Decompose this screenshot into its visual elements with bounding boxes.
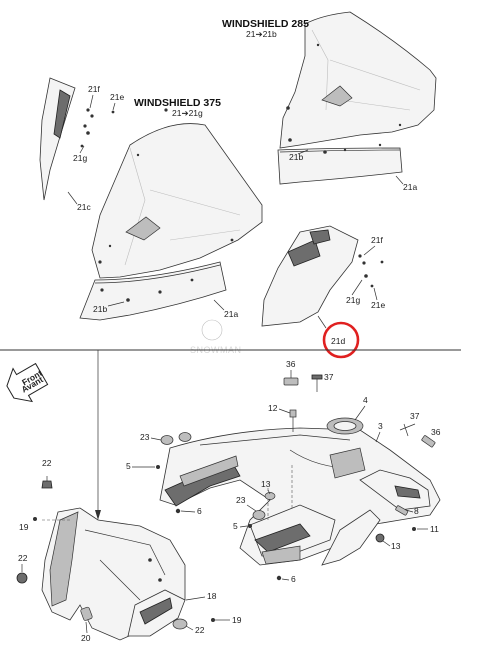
callout-21a-lower: 21a — [224, 309, 238, 319]
callout-21g-right: 21g — [346, 295, 360, 305]
nut-13b — [375, 533, 385, 543]
windshield-375-heading: WINDSHIELD 375 — [134, 97, 221, 109]
callout-21c: 21c — [77, 202, 91, 212]
grommet-23b — [252, 510, 266, 520]
callout-5-lower: 5 — [233, 521, 238, 531]
windshield-285-heading: WINDSHIELD 285 — [222, 18, 309, 30]
fastener-22a — [41, 480, 53, 489]
callout-21b-lower: 21b — [93, 304, 107, 314]
callout-21g: 21g — [73, 153, 87, 163]
callout-12: 12 — [268, 403, 278, 413]
windshield-285-vent — [321, 85, 353, 107]
highlight-circle-21d — [322, 321, 360, 359]
windshield-285-subheading: 21➔21b — [246, 29, 277, 39]
nut-22b — [16, 572, 28, 584]
windshield-375-shell — [91, 123, 263, 279]
callout-37-right: 37 — [410, 411, 420, 421]
callout-23-upper: 23 — [140, 432, 150, 442]
callout-19-left: 19 — [19, 522, 29, 532]
callout-20: 20 — [81, 633, 91, 643]
clip-36a — [283, 377, 299, 386]
windshield-375-trim — [79, 261, 227, 321]
side-panel-assembly — [16, 476, 215, 641]
callout-4: 4 — [363, 395, 368, 405]
windshield-375-subheading: 21➔21g — [172, 108, 203, 118]
windshield-375-screws — [98, 108, 234, 302]
callout-13-lower: 13 — [391, 541, 401, 551]
callout-21e-right: 21e — [371, 300, 385, 310]
callout-11: 11 — [430, 524, 439, 534]
windshield-375-vent — [125, 216, 161, 241]
grommet-22c — [172, 618, 188, 630]
callout-22-lower: 22 — [195, 625, 205, 635]
windshield-375-group: WINDSHIELD 375 21➔21g 21b 21a — [79, 97, 263, 321]
callout-21f-right: 21f — [371, 235, 383, 245]
windshield-285-group: WINDSHIELD 285 21➔21b 21b 21a — [222, 11, 437, 192]
callout-13-upper: 13 — [261, 479, 271, 489]
callout-21e: 21e — [110, 92, 124, 102]
callout-21f: 21f — [88, 84, 100, 94]
callout-37-left: 37 — [324, 372, 334, 382]
callout-6-lower: 6 — [291, 574, 296, 584]
callout-36-right: 36 — [431, 427, 441, 437]
dash-assembly — [156, 374, 441, 581]
left-deflector-group: 21f 21e 21g 21c — [39, 77, 124, 212]
clip-37a — [311, 374, 323, 380]
windshield-285-shell — [279, 11, 437, 149]
callout-6-upper: 6 — [197, 506, 202, 516]
callout-23-lower: 23 — [236, 495, 246, 505]
callout-5-upper: 5 — [126, 461, 131, 471]
callout-19-right: 19 — [232, 615, 242, 625]
callout-3: 3 — [378, 421, 383, 431]
lower-callouts: 36 37 4 12 37 3 36 23 5 13 6 22 19 23 5 … — [18, 359, 441, 643]
right-deflector-panel — [261, 225, 359, 327]
windshield-285-trim — [277, 147, 403, 185]
callout-22-left: 22 — [18, 553, 28, 563]
callout-21a: 21a — [403, 182, 417, 192]
right-deflector-group: 21f 21g 21e 21d — [261, 225, 385, 359]
callout-36-left: 36 — [286, 359, 296, 369]
leader-arrowhead — [95, 510, 101, 520]
callout-21b: 21b — [289, 152, 303, 162]
callout-21d: 21d — [331, 336, 345, 346]
callout-22-upper: 22 — [42, 458, 52, 468]
windshield-285-screws — [286, 43, 402, 154]
callout-8: 8 — [414, 506, 419, 516]
front-arrow: Front Avant — [6, 362, 49, 403]
grommet-23a — [160, 435, 174, 445]
callout-18: 18 — [207, 591, 217, 601]
